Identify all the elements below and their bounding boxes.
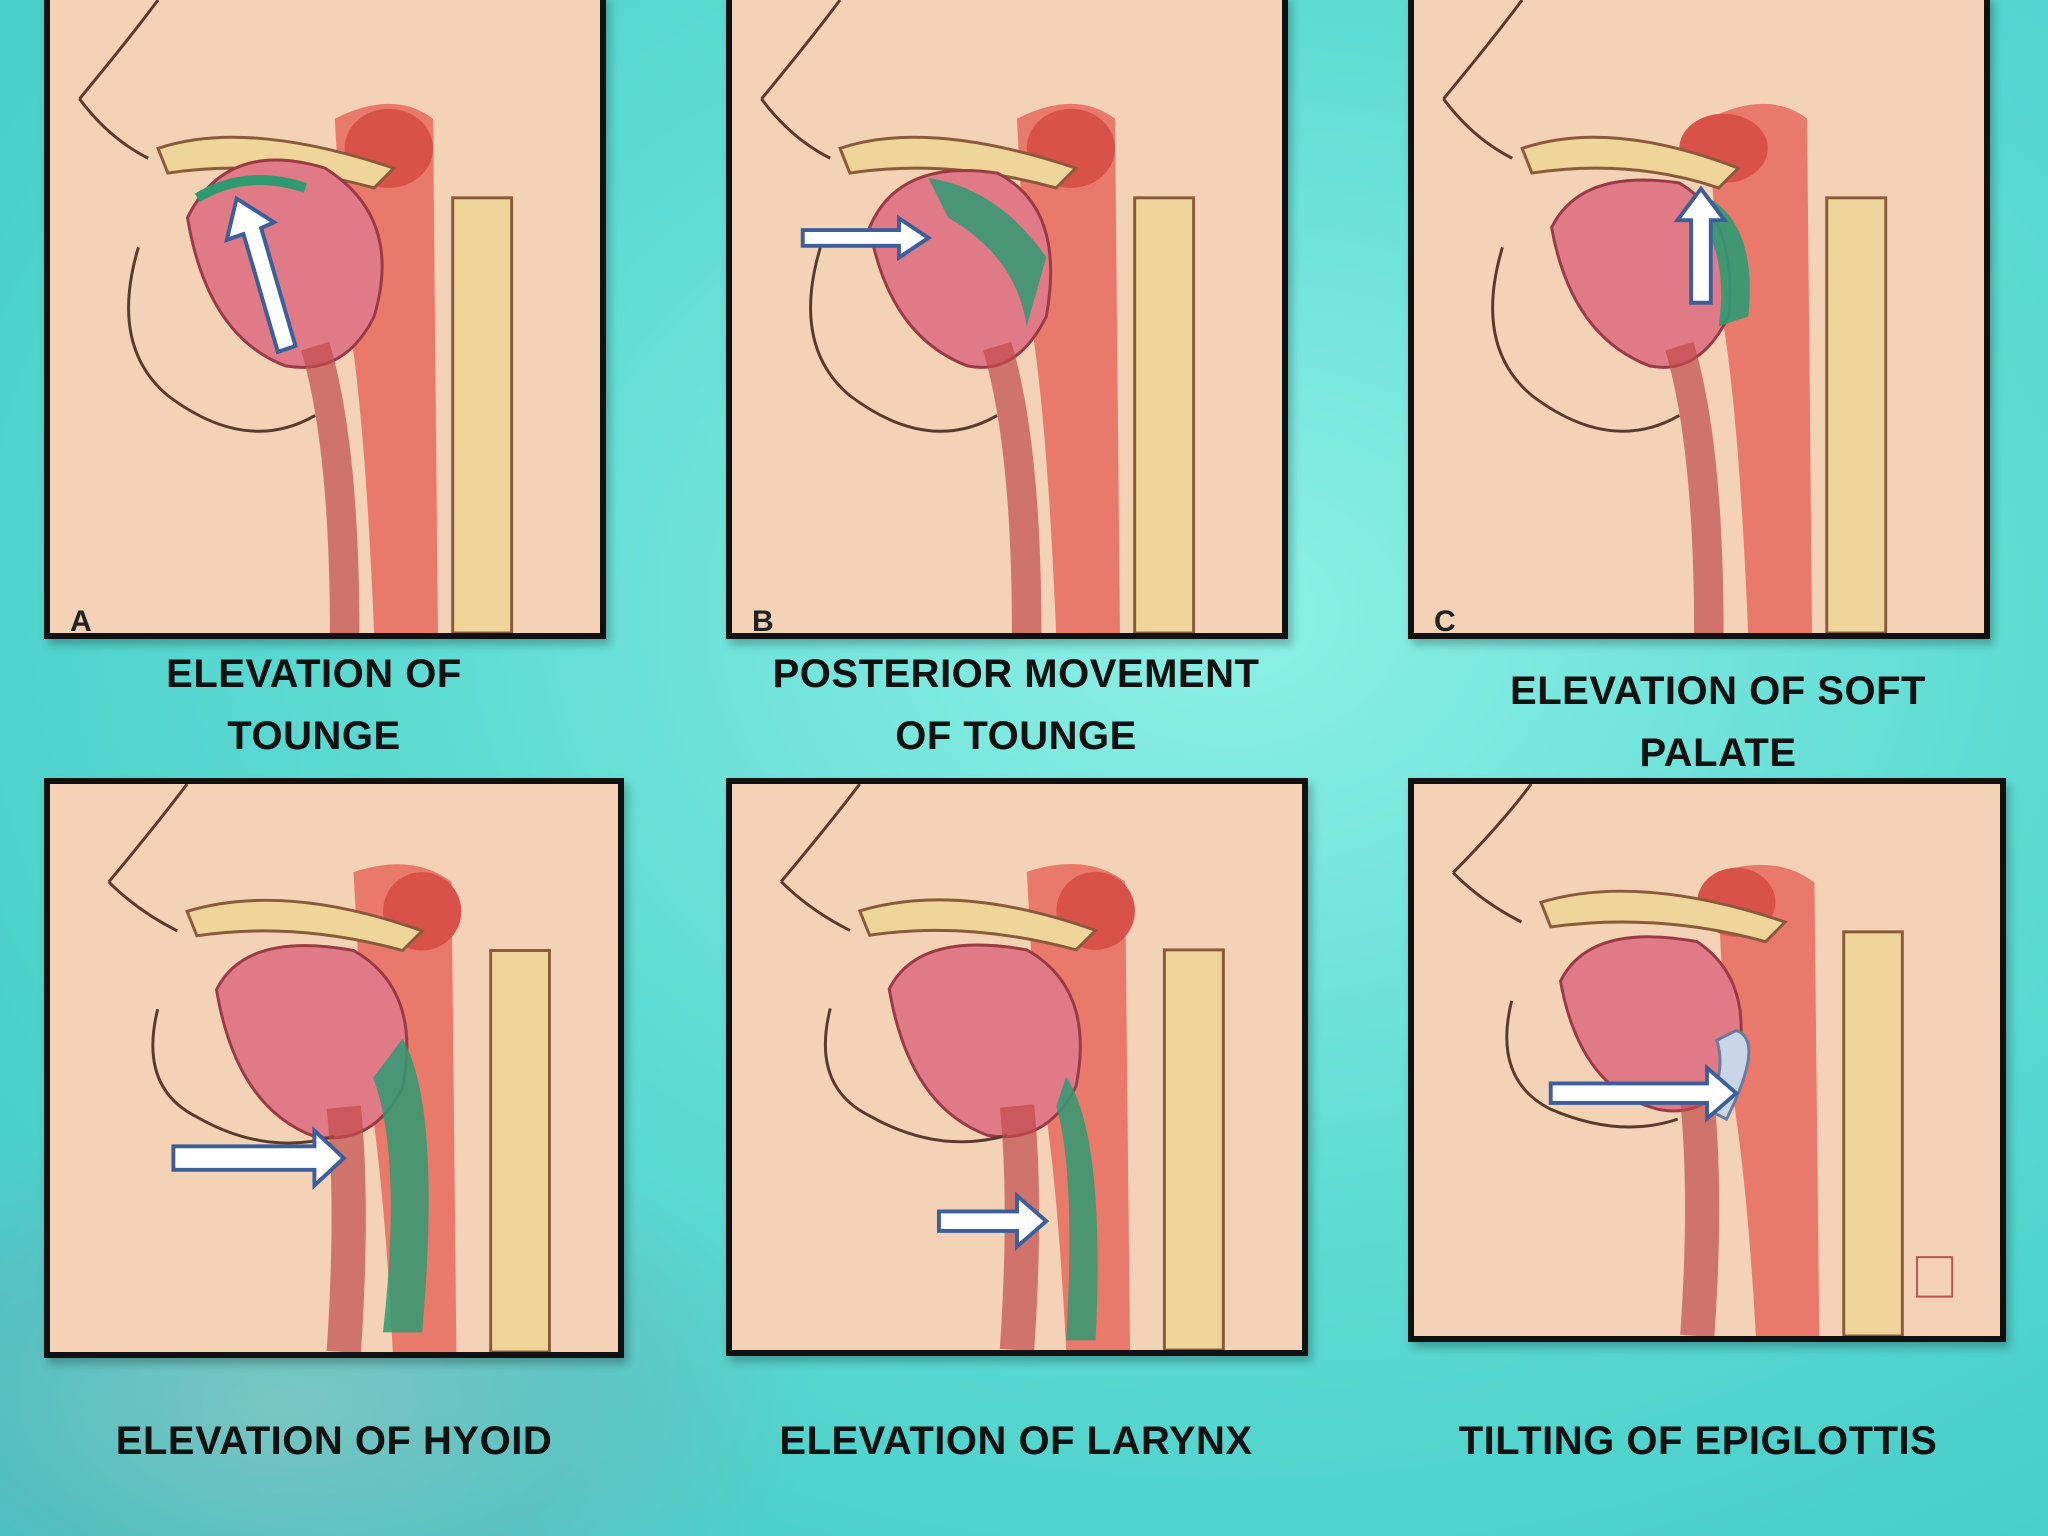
arrow-icon (171, 1126, 347, 1191)
caption-elevation-of-soft-palate: ELEVATION OF SOFT PALATE (1510, 669, 1926, 775)
panel-f-illustration (1408, 778, 2006, 1342)
caption-posterior-movement-of-tongue: POSTERIOR MOVEMENT OF TOUNGE (772, 652, 1260, 758)
panel-letter: A (70, 605, 92, 638)
head-sagittal-illustration (1414, 784, 2000, 1336)
head-sagittal-illustration (732, 784, 1302, 1350)
arrow-icon (936, 1191, 1050, 1251)
head-sagittal-illustration (50, 784, 618, 1352)
head-sagittal-illustration (1414, 0, 1984, 633)
caption-tilting-of-epiglottis: TILTING OF EPIGLOTTIS (1458, 1419, 1938, 1463)
panel-b-illustration: B (726, 0, 1288, 639)
arrow-icon (800, 214, 932, 262)
panel-letter: C (1434, 605, 1456, 638)
caption-elevation-of-larynx: ELEVATION OF LARYNX (779, 1419, 1253, 1463)
seal-stamp (1916, 1256, 1954, 1298)
panel-d-illustration (44, 778, 624, 1358)
arrow-icon (1673, 185, 1729, 305)
head-sagittal-illustration (732, 0, 1282, 633)
caption-elevation-of-tongue: ELEVATION OF TOUNGE (166, 652, 462, 758)
panel-a-illustration: A (44, 0, 606, 639)
arrow-icon (1548, 1063, 1740, 1123)
caption-elevation-of-hyoid: ELEVATION OF HYOID (115, 1419, 553, 1463)
panel-e-illustration (726, 778, 1308, 1356)
panel-letter: B (752, 605, 774, 638)
panel-c-illustration: C (1408, 0, 1990, 639)
arrow-icon (224, 195, 298, 355)
head-sagittal-illustration (50, 0, 600, 633)
